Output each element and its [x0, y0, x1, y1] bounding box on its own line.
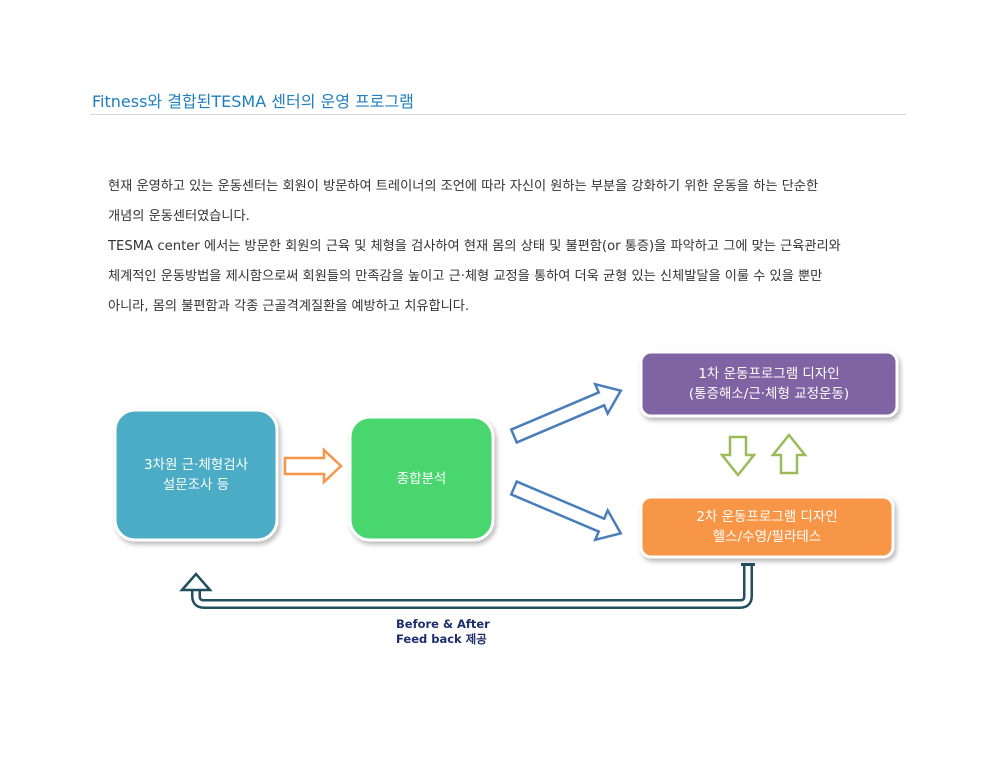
- program2-line1: 2차 운동프로그램 디자인: [696, 509, 838, 525]
- feedback-arrow-cap: [741, 563, 755, 566]
- feedback-arrow-inner: [193, 565, 751, 607]
- program2-box: [639, 495, 895, 559]
- inspection-label: 3차원 근·체형검사 설문조사 등: [115, 410, 277, 540]
- inspection-box: [113, 408, 279, 542]
- intro-line: 아니라, 몸의 불편함과 각종 근골격계질환을 예방하고 치유합니다.: [108, 299, 470, 314]
- feedback-line1: Before & After: [396, 617, 490, 631]
- intro-line: 현재 운영하고 있는 운동센터는 회원이 방문하여 트레이너의 조언에 따라 자…: [108, 179, 819, 194]
- feedback-label: Before & After Feed back 제공: [396, 617, 490, 647]
- intro-line: 개념의 운동센터였습니다.: [108, 209, 250, 224]
- program1-line2: (통증해소/근·체형 교정운동): [688, 386, 850, 402]
- feedback-line2: Feed back 제공: [396, 632, 487, 646]
- feedback-arrow-head: [179, 572, 213, 592]
- title-divider: [90, 114, 906, 115]
- feedback-arrow-outline: [191, 565, 753, 609]
- program2-label: 2차 운동프로그램 디자인 헬스/수영/필라테스: [641, 497, 893, 557]
- blue-arrow-up: [509, 382, 623, 445]
- intro-line: 체계적인 운동방법을 제시함으로써 회원들의 만족감을 높이고 근·체형 교정을…: [108, 269, 823, 284]
- program1-box: [639, 350, 899, 418]
- analysis-box: [348, 415, 495, 542]
- blue-arrow-down: [509, 479, 623, 542]
- intro-paragraph: 현재 운영하고 있는 운동센터는 회원이 방문하여 트레이너의 조언에 따라 자…: [108, 172, 908, 322]
- green-down-arrow: [719, 435, 757, 478]
- program1-label: 1차 운동프로그램 디자인 (통증해소/근·체형 교정운동): [641, 352, 897, 416]
- analysis-label: 종합분석: [350, 417, 493, 540]
- intro-line: TESMA center 에서는 방문한 회원의 근육 및 체형을 검사하여 현…: [108, 239, 841, 254]
- program2-line2: 헬스/수영/필라테스: [712, 529, 822, 545]
- program1-line1: 1차 운동프로그램 디자인: [698, 366, 840, 382]
- orange-arrow: [283, 447, 343, 485]
- inspection-line2: 설문조사 등: [162, 477, 230, 493]
- page-title: Fitness와 결합된TESMA 센터의 운영 프로그램: [92, 92, 414, 111]
- analysis-line: 종합분석: [396, 470, 447, 487]
- green-up-arrow: [770, 432, 808, 475]
- inspection-line1: 3차원 근·체형검사: [143, 457, 249, 473]
